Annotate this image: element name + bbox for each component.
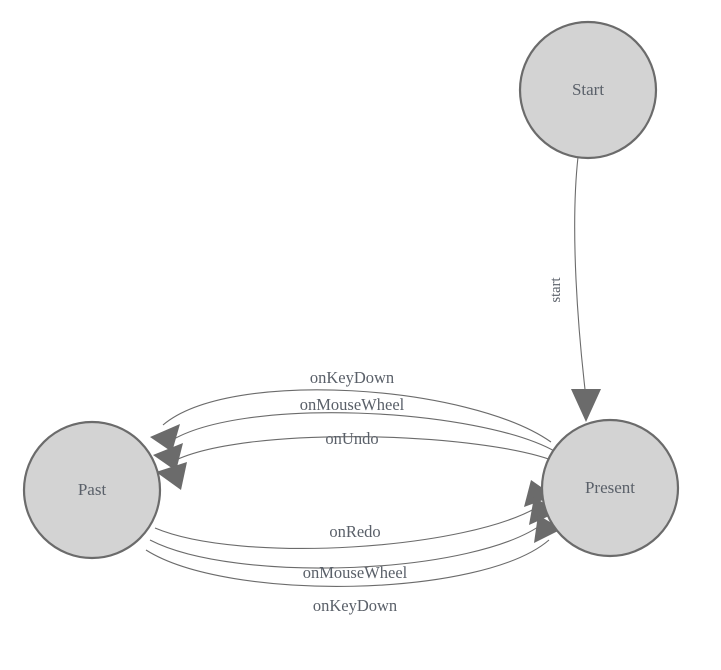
edge-onredo-label: onRedo bbox=[329, 522, 380, 541]
edge-onredo-arrowhead bbox=[524, 480, 554, 507]
node-past[interactable]: Past bbox=[22, 420, 162, 560]
edge-start-arrowhead bbox=[571, 389, 601, 422]
edge-onkeydown-top-path bbox=[162, 389, 552, 443]
node-present[interactable]: Present bbox=[540, 418, 680, 558]
edge-start-label: start bbox=[548, 278, 564, 303]
edge-onundo-arrowhead bbox=[156, 462, 187, 490]
node-past-label: Past bbox=[78, 480, 107, 499]
node-present-label: Present bbox=[585, 478, 635, 497]
node-past-circle bbox=[22, 420, 162, 560]
edge-onkeydown-bottom-path bbox=[145, 539, 550, 587]
edge-onredo-path bbox=[154, 504, 542, 549]
edge-onmousewheel-bottom-label: onMouseWheel bbox=[303, 563, 408, 582]
node-present-circle bbox=[540, 418, 680, 558]
node-start-circle bbox=[518, 20, 658, 160]
edge-start-path bbox=[574, 156, 587, 399]
edge-onmousewheel-top-label: onMouseWheel bbox=[300, 395, 405, 414]
edge-onkeydown-top-label: onKeyDown bbox=[310, 368, 394, 387]
edge-onmousewheel-bottom[interactable]: onMouseWheel bbox=[149, 497, 558, 582]
edge-onundo[interactable]: onUndo bbox=[156, 429, 560, 490]
node-start[interactable]: Start bbox=[518, 20, 658, 160]
edge-onkeydown-top[interactable]: onKeyDown bbox=[150, 368, 552, 452]
edge-onmousewheel-bottom-arrowhead bbox=[529, 497, 558, 525]
edge-onredo[interactable]: onRedo bbox=[154, 480, 554, 549]
edge-onkeydown-top-arrowhead bbox=[150, 424, 180, 452]
edge-onkeydown-bottom-label: onKeyDown bbox=[313, 596, 397, 615]
edge-onkeydown-bottom-arrowhead bbox=[534, 515, 562, 543]
edge-onmousewheel-top-arrowhead bbox=[153, 443, 183, 471]
edge-onundo-path bbox=[169, 436, 560, 464]
edge-onmousewheel-bottom-path bbox=[149, 521, 546, 569]
node-start-label: Start bbox=[572, 80, 604, 99]
edge-onmousewheel-top-path bbox=[165, 412, 557, 453]
edge-onmousewheel-top[interactable]: onMouseWheel bbox=[153, 395, 557, 471]
edge-start[interactable]: start bbox=[548, 156, 601, 422]
edge-onundo-label: onUndo bbox=[325, 429, 378, 448]
edge-onkeydown-bottom[interactable]: onKeyDown bbox=[145, 515, 562, 615]
